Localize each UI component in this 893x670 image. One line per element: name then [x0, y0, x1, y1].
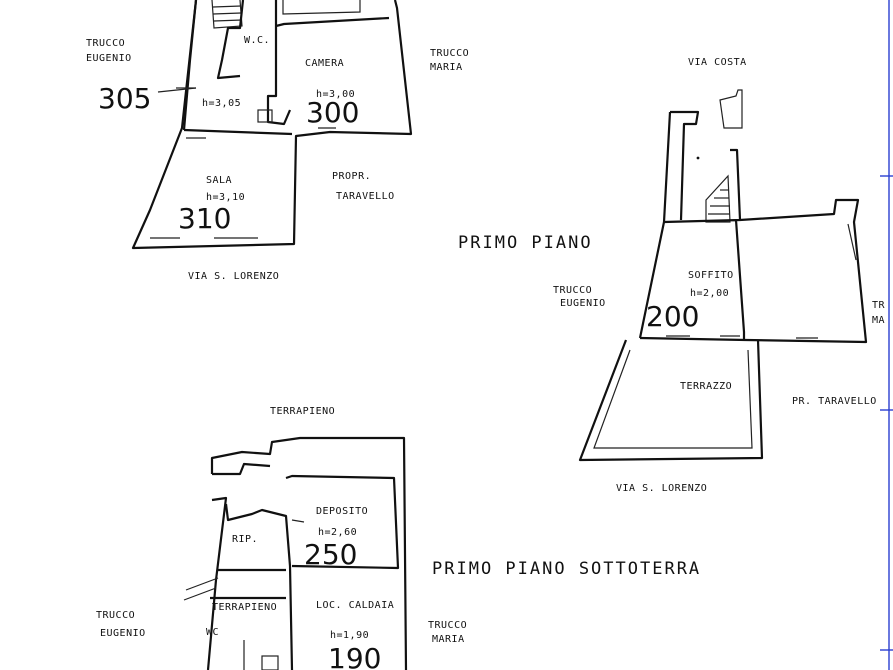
room-height-caldaia: h=1,90 — [330, 630, 369, 641]
plan-c-fixture — [261, 655, 279, 670]
plan-c-outer-wall — [210, 436, 408, 670]
neighbor-right-line2: MA — [872, 315, 885, 326]
plan-a: W.C. h=3,05 CAMERA h=3,00 300 SALA h=3,1… — [86, 0, 469, 282]
room-number-camera: 300 — [306, 96, 359, 129]
neighbor-left-line2: EUGENIO — [100, 628, 146, 639]
owner-line2: TARAVELLO — [336, 191, 395, 202]
street-top-label: VIA COSTA — [688, 57, 747, 68]
room-height-camera: h=3,00 — [316, 89, 355, 100]
room-height-sala: h=3,10 — [206, 192, 245, 203]
left-number: 305 — [98, 82, 151, 115]
street-bottom-label: VIA S. LORENZO — [616, 483, 707, 494]
room-label-camera: CAMERA — [305, 58, 344, 69]
neighbor-right-line2: MARIA — [432, 634, 465, 645]
room-label-sala: SALA — [206, 175, 232, 186]
room-label-rip: RIP. — [232, 534, 258, 545]
viewer-edge-marks — [880, 0, 893, 670]
neighbor-left-line2: EUGENIO — [86, 53, 132, 64]
room-number-soffitto: 200 — [646, 300, 699, 333]
plan-a-fixture — [257, 109, 273, 123]
plan-c: PRIMO PIANO SOTTOTERRA TERRAPIENO RIP. D… — [96, 406, 701, 670]
plan-b-corridor — [670, 110, 742, 221]
plan-a-outer-wall — [131, 0, 413, 250]
neighbor-right-line2: MARIA — [430, 62, 463, 73]
plan-b-terrace — [578, 339, 764, 462]
plan-a-top-stub — [282, 0, 361, 15]
neighbor-left-line1: TRUCCO — [553, 285, 592, 296]
top-label: TERRAPIENO — [270, 406, 335, 417]
neighbor-right-line1: TRUCCO — [428, 620, 467, 631]
neighbor-left-line2: EUGENIO — [560, 298, 606, 309]
street-label: VIA S. LORENZO — [188, 271, 279, 282]
owner-label: PR. TARAVELLO — [792, 396, 877, 407]
room-label-wc: WC — [206, 627, 219, 638]
plan-a-interior-walls — [183, 0, 390, 136]
plan-c-interior — [210, 474, 400, 670]
plan-b-title: PRIMO PIANO — [458, 233, 593, 253]
room-label-terrapieno: TERRAPIENO — [212, 602, 277, 613]
plan-a-stair — [211, 0, 243, 29]
room-label-wc: W.C. — [244, 35, 270, 46]
owner-line1: PROPR. — [332, 171, 371, 182]
plan-b-rooms — [639, 198, 868, 344]
plan-b-stair — [705, 174, 731, 223]
room-height-deposito: h=2,60 — [318, 527, 357, 538]
room-label-soffitto: SOFFITO — [688, 270, 734, 281]
neighbor-left-line1: TRUCCO — [96, 610, 135, 621]
room-height-wc: h=3,05 — [202, 98, 241, 109]
room-label-terrazzo: TERRAZZO — [680, 381, 732, 392]
room-height-soffitto: h=2,00 — [690, 288, 729, 299]
plan-c-title: PRIMO PIANO SOTTOTERRA — [432, 559, 701, 579]
plan-b-entry — [719, 89, 743, 129]
neighbor-right-line1: TRUCCO — [430, 48, 469, 59]
neighbor-right-line1: TR — [872, 300, 886, 311]
room-number-caldaia: 190 — [328, 642, 381, 670]
room-number-deposito: 250 — [304, 538, 357, 571]
room-label-deposito: DEPOSITO — [316, 506, 368, 517]
room-label-caldaia: LOC. CALDAIA — [316, 600, 394, 611]
room-number-sala: 310 — [178, 202, 231, 235]
plan-b: PRIMO PIANO VIA COSTA SOFFITO h=2,00 200… — [458, 57, 886, 494]
neighbor-left-line1: TRUCCO — [86, 38, 125, 49]
plan-a-outer-wall-left — [182, 0, 198, 131]
